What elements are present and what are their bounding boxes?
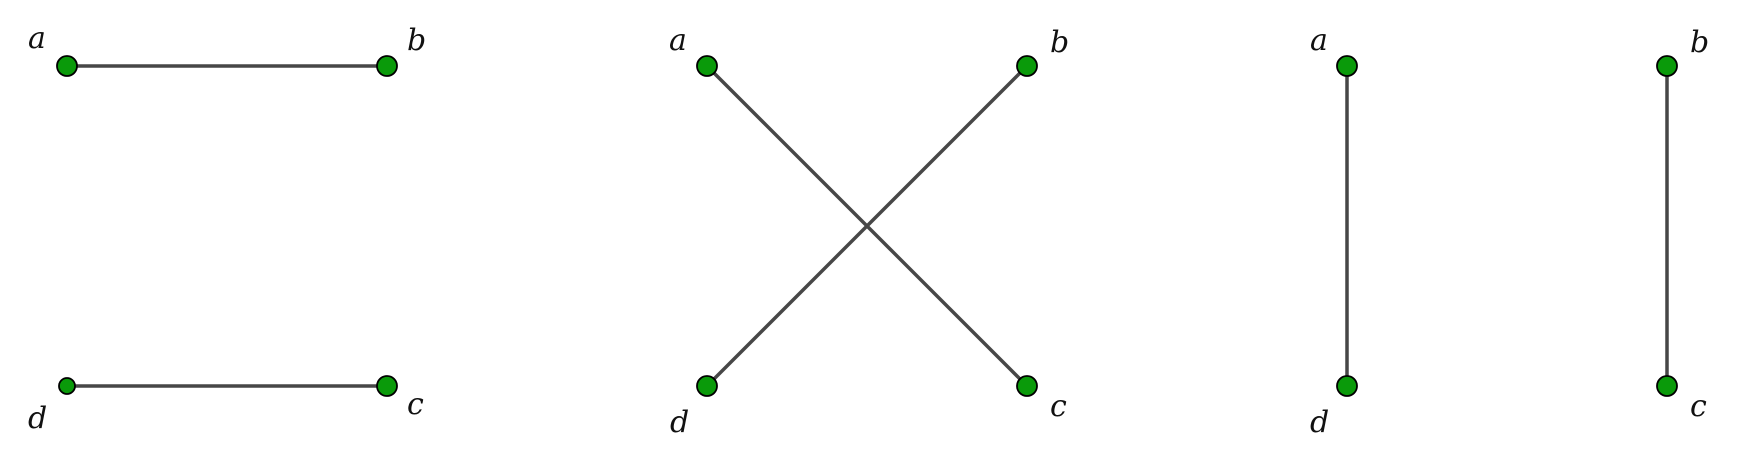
vertex-a xyxy=(1336,55,1358,77)
label-d: d xyxy=(670,405,689,440)
label-b: b xyxy=(407,23,426,58)
vertex-d xyxy=(696,375,718,397)
vertex-d xyxy=(58,377,76,395)
graph-1: a b c d xyxy=(28,21,426,436)
edge-d-b xyxy=(705,64,1029,388)
vertex-a xyxy=(696,55,718,77)
label-c: c xyxy=(1050,389,1067,424)
label-c: c xyxy=(1690,389,1707,424)
vertex-b xyxy=(1656,55,1678,77)
vertex-b xyxy=(1016,55,1038,77)
label-a: a xyxy=(669,23,687,58)
graph-2: a b c d xyxy=(669,23,1069,440)
label-b: b xyxy=(1690,25,1709,60)
vertex-a xyxy=(56,55,78,77)
graph-3: a b c d xyxy=(1310,23,1709,440)
vertex-b xyxy=(376,55,398,77)
label-d: d xyxy=(1310,405,1329,440)
label-a: a xyxy=(28,21,46,56)
label-b: b xyxy=(1050,25,1069,60)
label-d: d xyxy=(28,401,47,436)
vertex-c xyxy=(376,375,398,397)
vertex-c xyxy=(1016,375,1038,397)
label-a: a xyxy=(1310,23,1328,58)
label-c: c xyxy=(407,387,424,422)
vertex-c xyxy=(1656,375,1678,397)
vertex-d xyxy=(1336,375,1358,397)
